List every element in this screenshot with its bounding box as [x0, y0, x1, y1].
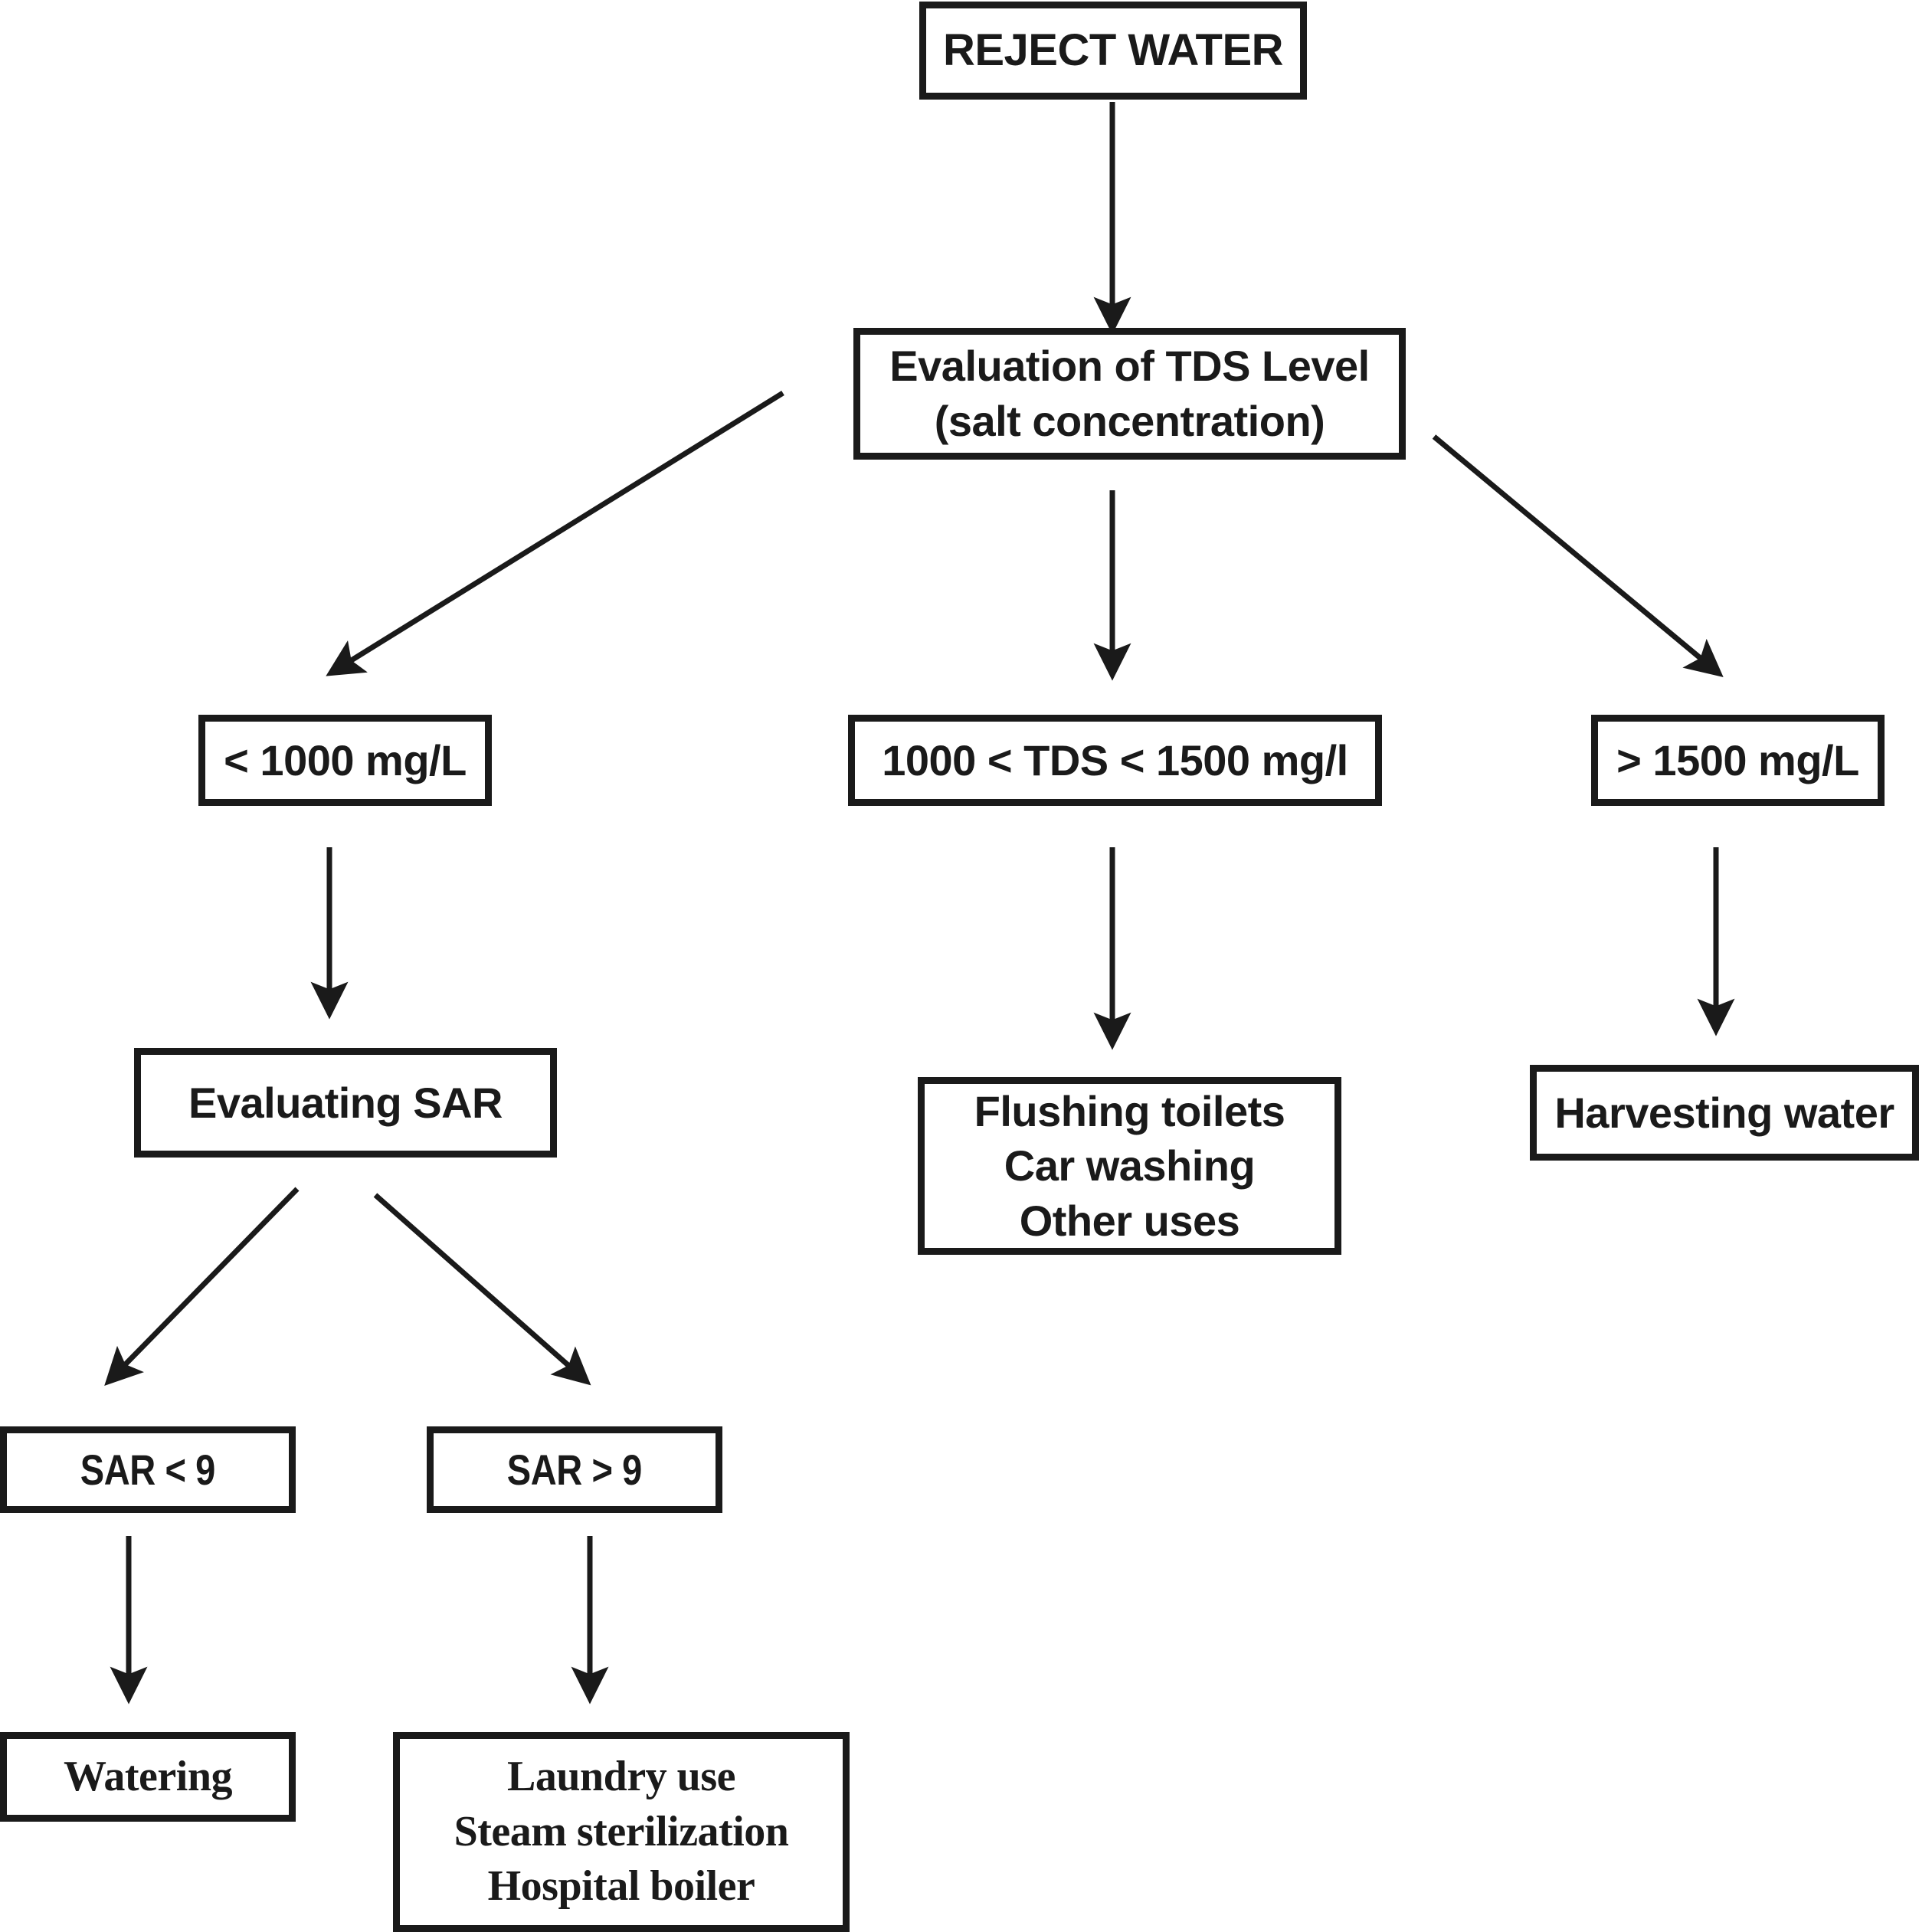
arrow-evaluation-to-tds-high: [1432, 434, 1724, 678]
node-laundry-steam-boiler: Laundry use Steam sterilization Hospital…: [393, 1732, 850, 1932]
node-label-tds-high: > 1500 mg/L: [1616, 735, 1859, 784]
node-label-tds-mid: 1000 < TDS < 1500 mg/l: [882, 735, 1348, 784]
node-label-evaluation-tds: Evaluation of TDS Level (salt concentrat…: [889, 342, 1370, 445]
node-tds-mid: 1000 < TDS < 1500 mg/l: [848, 715, 1382, 806]
node-label-sar-low: SAR < 9: [80, 1445, 216, 1494]
node-label-flushing-uses: Flushing toilets Car washing Other uses: [974, 1086, 1285, 1245]
node-evaluation-tds: Evaluation of TDS Level (salt concentrat…: [853, 328, 1406, 460]
node-label-reject-water: REJECT WATER: [942, 25, 1284, 75]
node-sar-high: SAR > 9: [427, 1426, 722, 1513]
arrow-sar-to-sar-low: [104, 1187, 300, 1386]
arrow-evaluation-to-tds-low: [326, 391, 784, 676]
node-label-harvesting-water: Harvesting water: [1554, 1088, 1894, 1137]
node-label-sar-high: SAR > 9: [506, 1445, 643, 1494]
node-sar-low: SAR < 9: [0, 1426, 296, 1513]
node-evaluating-sar: Evaluating SAR: [134, 1048, 557, 1158]
node-watering: Watering: [0, 1732, 296, 1822]
node-flushing-uses: Flushing toilets Car washing Other uses: [918, 1077, 1341, 1255]
node-reject-water: REJECT WATER: [919, 2, 1307, 100]
node-label-laundry-steam-boiler: Laundry use Steam sterilization Hospital…: [454, 1752, 789, 1911]
node-label-tds-low: < 1000 mg/L: [224, 735, 467, 784]
node-harvesting-water: Harvesting water: [1530, 1065, 1919, 1161]
node-tds-low: < 1000 mg/L: [198, 715, 492, 806]
node-label-watering: Watering: [64, 1752, 232, 1800]
node-label-evaluating-sar: Evaluating SAR: [188, 1078, 503, 1127]
node-tds-high: > 1500 mg/L: [1591, 715, 1885, 806]
arrow-sar-to-sar-high: [373, 1193, 591, 1386]
